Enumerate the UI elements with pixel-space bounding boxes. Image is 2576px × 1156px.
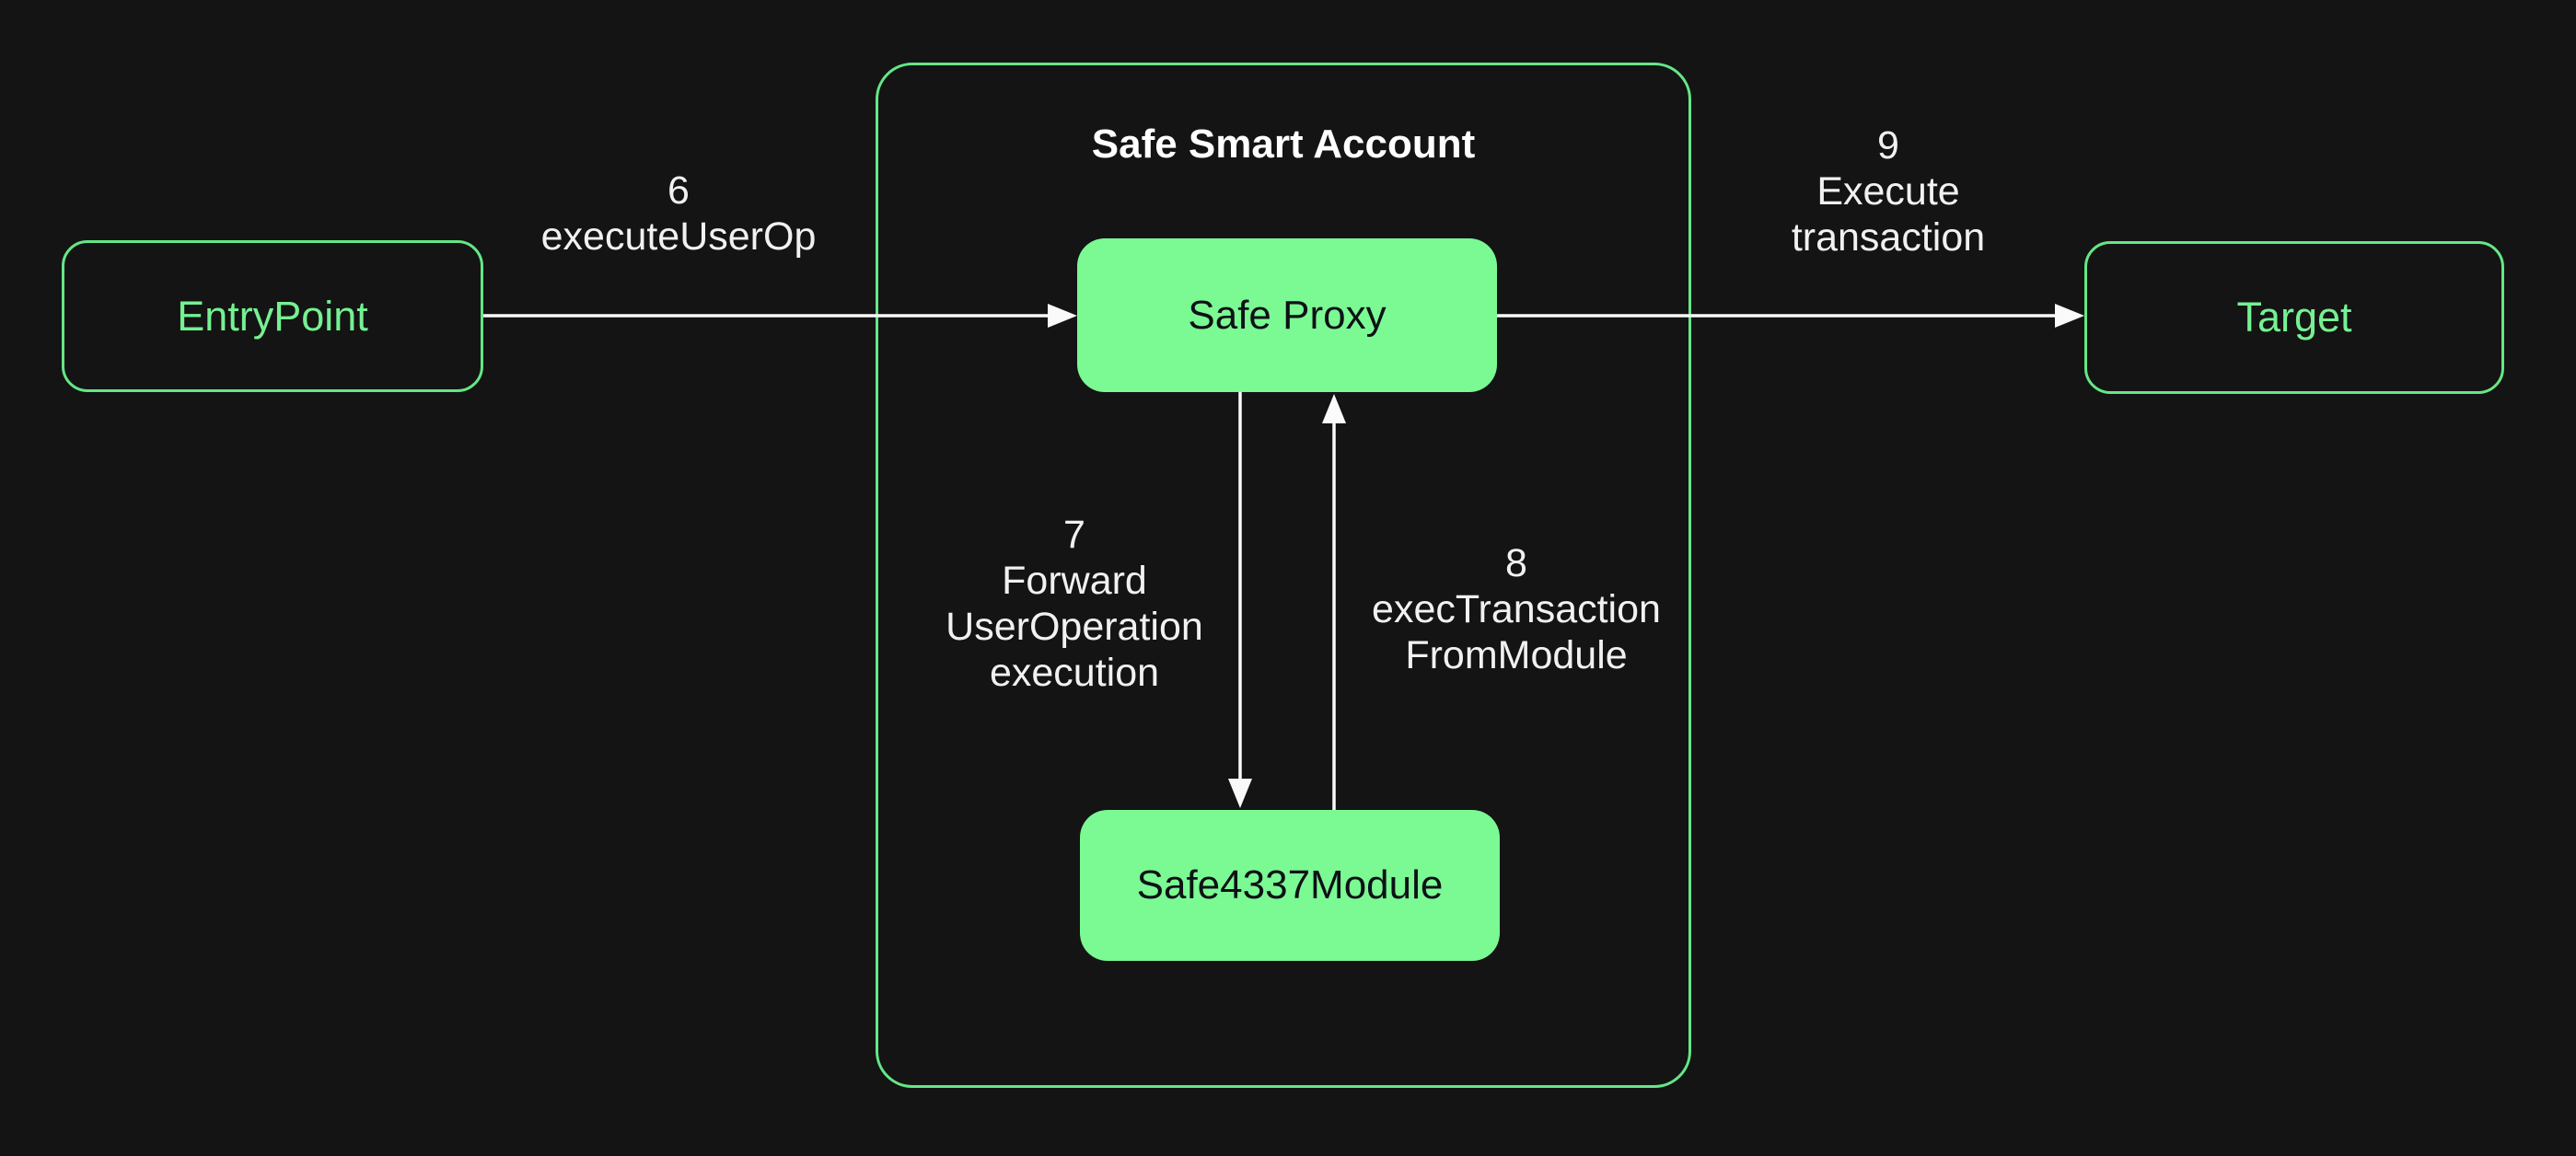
edge-label-exec-transaction-from-module: 8 execTransaction FromModule [1332, 540, 1700, 678]
edge-label-line: UserOperation [946, 605, 1203, 649]
edge-label-line: transaction [1791, 215, 1986, 260]
safe-proxy-node: Safe Proxy [1077, 238, 1497, 392]
edge-label-line: Forward [1002, 559, 1147, 603]
edge-label-line: Execute [1816, 169, 1960, 214]
edge-label-execute-transaction: 9 Execute transaction [1704, 122, 2072, 260]
safe-smart-account-container: Safe Smart Account [876, 63, 1691, 1088]
safe-smart-account-title: Safe Smart Account [1091, 121, 1476, 167]
entrypoint-label: EntryPoint [177, 292, 368, 340]
entrypoint-node: EntryPoint [62, 240, 483, 392]
edge-label-line: execTransaction [1372, 587, 1661, 631]
edge-label-line: execution [989, 651, 1160, 695]
target-label: Target [2236, 294, 2352, 341]
edge-step-number: 8 [1505, 541, 1527, 585]
edge-label-line: FromModule [1405, 633, 1628, 677]
safe4337module-label: Safe4337Module [1136, 862, 1444, 907]
edge-label-line: executeUserOp [540, 214, 817, 259]
target-node: Target [2084, 241, 2504, 394]
edge-label-forward-user-operation: 7 Forward UserOperation execution [890, 512, 1259, 696]
edge-label-execute-user-op: 6 executeUserOp [494, 168, 863, 260]
safe-proxy-label: Safe Proxy [1188, 292, 1387, 338]
edge-step-number: 9 [1877, 123, 1899, 168]
edge-step-number: 7 [1063, 513, 1085, 557]
safe4337module-node: Safe4337Module [1080, 810, 1500, 961]
edge-step-number: 6 [667, 168, 690, 213]
